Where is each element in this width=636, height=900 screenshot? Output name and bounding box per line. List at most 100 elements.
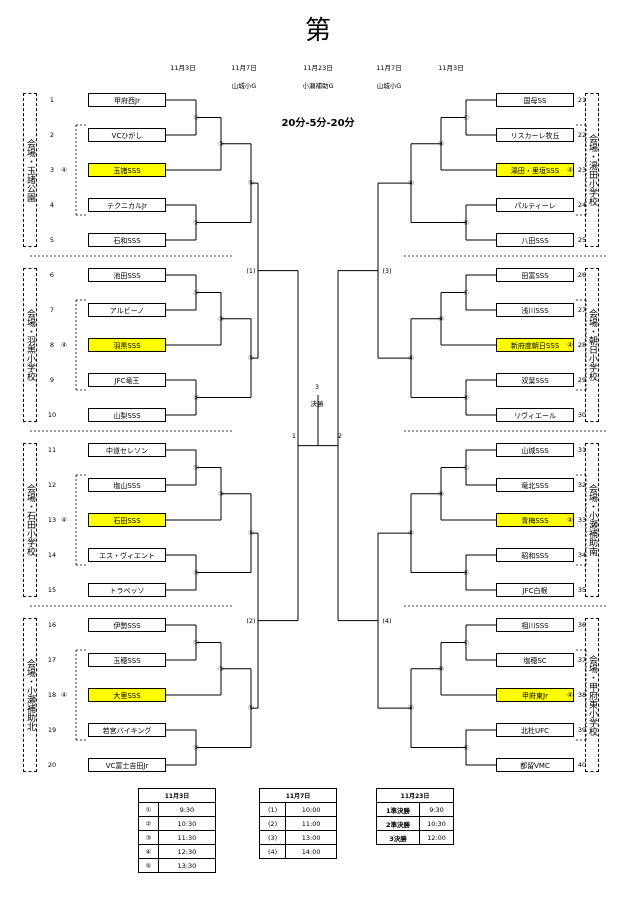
round2-match-number: (3) bbox=[382, 266, 392, 275]
match-number: ③ bbox=[438, 664, 444, 673]
team-box: 伊勢SSS bbox=[88, 618, 166, 632]
schedule-cell: 9:30 bbox=[419, 802, 454, 817]
team-number: 36 bbox=[577, 621, 587, 629]
schedule-table-nov7: 11月7日 (1)10:00 (2)11:00 (3)13:00 (4)14:0… bbox=[258, 788, 337, 859]
date-header-right-r1: 11月3日 bbox=[438, 64, 464, 72]
venue-match-number: ④ bbox=[567, 341, 573, 349]
match-number: ① bbox=[193, 463, 199, 472]
semifinal-2-number: 2 bbox=[337, 432, 343, 440]
schedule-cell: 12:30 bbox=[157, 844, 217, 859]
schedule-cell: (4) bbox=[258, 844, 287, 859]
venue-match-number: ④ bbox=[567, 516, 573, 524]
venue-label: 会場・湯田小学校 bbox=[585, 93, 599, 247]
team-box: 北杜UFC bbox=[496, 723, 574, 737]
match-number: ① bbox=[193, 638, 199, 647]
date-header-left-r2: 11月7日 bbox=[231, 64, 257, 72]
team-box: アルビーノ bbox=[88, 303, 166, 317]
match-number: ① bbox=[193, 113, 199, 122]
match-number: ⑤ bbox=[248, 354, 254, 363]
team-box: リスカーレ牧丘 bbox=[496, 128, 574, 142]
schedule-cell: 1準決勝 bbox=[375, 802, 421, 817]
venue-header-right: 山城小G bbox=[376, 82, 402, 90]
venue-match-number: ④ bbox=[61, 516, 67, 524]
match-number: ② bbox=[463, 218, 469, 227]
schedule-header: 11月23日 bbox=[376, 788, 454, 803]
schedule-cell: ⑤ bbox=[138, 858, 159, 873]
schedule-cell: 10:00 bbox=[285, 802, 337, 817]
team-box: 湯田・里垣SSS bbox=[496, 163, 574, 177]
round2-match-number: (2) bbox=[246, 616, 256, 625]
team-number: 27 bbox=[577, 306, 587, 314]
match-number: ② bbox=[193, 393, 199, 402]
match-number: ③ bbox=[438, 489, 444, 498]
match-number: ③ bbox=[218, 664, 224, 673]
team-number: 13 bbox=[47, 516, 57, 524]
final-number: 3 bbox=[314, 383, 320, 391]
team-box: 国母SS bbox=[496, 93, 574, 107]
schedule-cell: 14:00 bbox=[285, 844, 337, 859]
date-header-left-r1: 11月3日 bbox=[170, 64, 196, 72]
team-number: 2 bbox=[49, 131, 55, 139]
team-box: パルティーレ bbox=[496, 198, 574, 212]
team-box: トラベッソ bbox=[88, 583, 166, 597]
team-box: 青梅SSS bbox=[496, 513, 574, 527]
team-number: 3 bbox=[49, 166, 55, 174]
team-box: 田富SSS bbox=[496, 268, 574, 282]
team-box: 塩山SSS bbox=[88, 478, 166, 492]
team-number: 22 bbox=[577, 131, 587, 139]
match-number: ⑤ bbox=[408, 179, 414, 188]
date-header-right-r2: 11月7日 bbox=[376, 64, 402, 72]
match-number: ③ bbox=[218, 489, 224, 498]
team-box: 甲府東Jr bbox=[496, 688, 574, 702]
team-number: 28 bbox=[577, 341, 587, 349]
team-box: 都留VMC bbox=[496, 758, 574, 772]
match-number: ② bbox=[463, 393, 469, 402]
schedule-cell: 11:00 bbox=[285, 816, 337, 831]
team-number: 6 bbox=[49, 271, 55, 279]
match-number: ② bbox=[193, 743, 199, 752]
schedule-cell: ① bbox=[138, 802, 159, 817]
team-number: 40 bbox=[577, 761, 587, 769]
team-box: 昭和SSS bbox=[496, 548, 574, 562]
match-number: ③ bbox=[438, 139, 444, 148]
schedule-header: 11月7日 bbox=[259, 788, 337, 803]
team-number: 16 bbox=[47, 621, 57, 629]
match-number: ⑤ bbox=[408, 704, 414, 713]
team-box: 相川SSS bbox=[496, 618, 574, 632]
schedule-cell: 10:30 bbox=[419, 816, 454, 831]
team-box: エス・ヴィエント bbox=[88, 548, 166, 562]
team-number: 32 bbox=[577, 481, 587, 489]
team-box: JFC白根 bbox=[496, 583, 574, 597]
team-number: 17 bbox=[47, 656, 57, 664]
team-box: 大里SSS bbox=[88, 688, 166, 702]
team-number: 26 bbox=[577, 271, 587, 279]
match-number: ⑤ bbox=[408, 529, 414, 538]
team-box: 若宮バイキング bbox=[88, 723, 166, 737]
match-rule: 20分-5分-20分 bbox=[281, 118, 355, 129]
schedule-cell: (1) bbox=[258, 802, 287, 817]
team-box: 甲府西Jr bbox=[88, 93, 166, 107]
venue-match-number: ④ bbox=[567, 166, 573, 174]
team-number: 25 bbox=[577, 236, 587, 244]
venue-header-left: 山城小G bbox=[231, 82, 257, 90]
match-number: ⑤ bbox=[408, 354, 414, 363]
venue-match-number: ④ bbox=[61, 691, 67, 699]
team-box: 塩穂SC bbox=[496, 653, 574, 667]
team-box: 玉諸SSS bbox=[88, 163, 166, 177]
team-box: 石田SSS bbox=[88, 513, 166, 527]
team-number: 34 bbox=[577, 551, 587, 559]
team-number: 5 bbox=[49, 236, 55, 244]
team-number: 14 bbox=[47, 551, 57, 559]
schedule-cell: 12:00 bbox=[419, 830, 454, 845]
team-number: 10 bbox=[47, 411, 57, 419]
team-number: 8 bbox=[49, 341, 55, 349]
semifinal-1-number: 1 bbox=[291, 432, 297, 440]
team-box: 山梨SSS bbox=[88, 408, 166, 422]
venue-header-final: 小瀬補助G bbox=[302, 82, 334, 90]
team-box: JFC竜王 bbox=[88, 373, 166, 387]
team-box: VC富士吉田Jr bbox=[88, 758, 166, 772]
team-box: 双葉SSS bbox=[496, 373, 574, 387]
team-box: リヴィエール bbox=[496, 408, 574, 422]
